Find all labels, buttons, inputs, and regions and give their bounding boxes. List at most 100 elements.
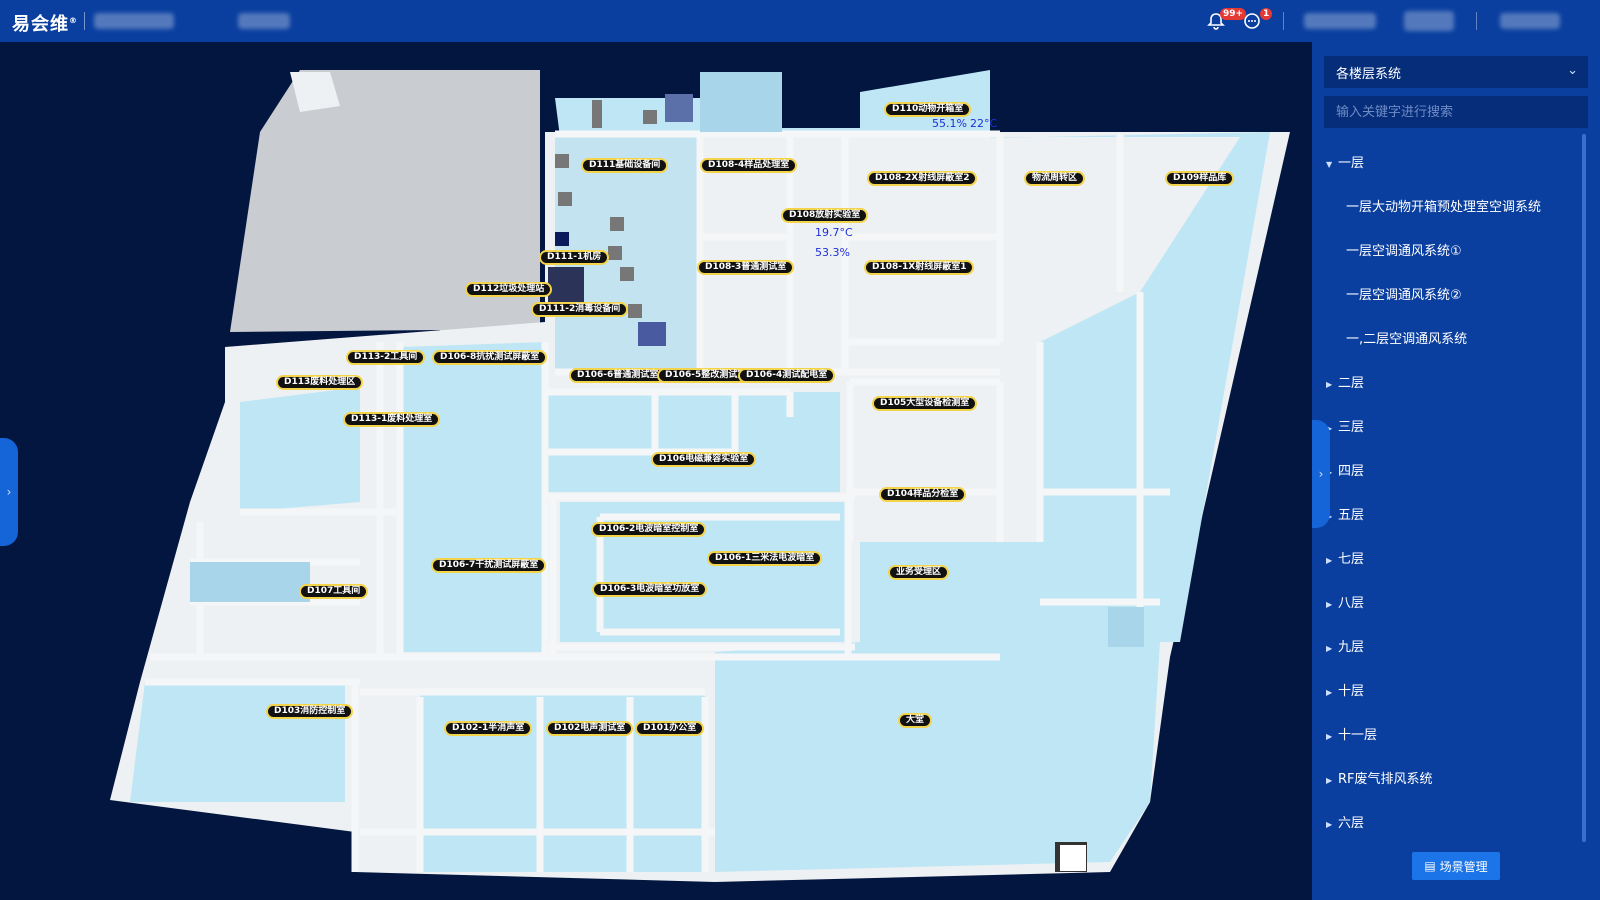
- room-label-d113-2[interactable]: D113-2工具间: [346, 350, 426, 365]
- room-label-d112[interactable]: D112垃圾处理站: [465, 282, 553, 297]
- blurred-project-name: [94, 13, 174, 29]
- tree-node-floor-8[interactable]: ▶ 八层: [1326, 592, 1364, 611]
- tree-node-floor-7[interactable]: ▶ 七层: [1326, 548, 1364, 567]
- room-label-d108-4[interactable]: D108-4样品处理室: [700, 158, 798, 173]
- room-label-d106-8[interactable]: D106-8抗扰测试屏蔽室: [432, 350, 548, 365]
- room-label-d102[interactable]: D102电声测试室: [546, 721, 634, 736]
- room-label-d103[interactable]: D103消防控制室: [266, 704, 354, 719]
- room-label-d102-1[interactable]: D102-1半消声室: [444, 721, 533, 736]
- caret-right-icon: ▶: [1326, 600, 1333, 609]
- room-label-d106-4[interactable]: D106-4测试配电室: [738, 368, 836, 383]
- chevron-right-icon: ›: [6, 485, 12, 499]
- logo-text: 易会维: [12, 14, 69, 35]
- room-label-d106-7[interactable]: D106-7干扰测试屏蔽室: [431, 558, 547, 573]
- tree-node-floor-9[interactable]: ▶九层: [1326, 636, 1364, 655]
- room-label-d111[interactable]: D111基础设备间: [581, 158, 669, 173]
- tree-node-label: 一层: [1338, 156, 1365, 171]
- sensor-d110-temp: 22°C: [970, 117, 998, 130]
- right-panel-toggle[interactable]: ›: [1312, 420, 1330, 528]
- tree-node-label: 五层: [1338, 508, 1365, 523]
- caret-right-icon: ▶: [1326, 556, 1333, 565]
- tree-node-floor-6[interactable]: ▶ 六层: [1326, 812, 1364, 831]
- room-label-d104[interactable]: D104样品分检室: [879, 487, 967, 502]
- tree-node-label: 一层空调通风系统①: [1346, 244, 1462, 259]
- tree-node-floor-10[interactable]: ▶十层: [1326, 680, 1364, 699]
- room-label-d106-6[interactable]: D106-6普通测试室: [569, 368, 667, 383]
- header-divider: [1283, 12, 1284, 30]
- tree-node-label: 二层: [1338, 376, 1365, 391]
- blurred-user-menu[interactable]: [1500, 13, 1560, 29]
- room-label-d111-2[interactable]: D111-2消毒设备间: [531, 302, 629, 317]
- room-label-d106-2[interactable]: D106-2电波暗室控制室: [591, 522, 707, 537]
- room-label-d111-1[interactable]: D111-1机房: [539, 250, 610, 265]
- room-label-d108-1x[interactable]: D108-1X射线屏蔽室1: [864, 260, 975, 275]
- tree-node-floor-1-animal-ac[interactable]: 一层大动物开箱预处理室空调系统: [1346, 196, 1541, 215]
- caret-right-icon: ▶: [1326, 688, 1333, 697]
- room-label-d110[interactable]: D110动物开箱室: [884, 102, 972, 117]
- left-panel-toggle[interactable]: ›: [0, 438, 18, 546]
- scene-management-button[interactable]: ▤场景管理: [1412, 852, 1500, 880]
- room-label-d106-1[interactable]: D106-1三米法电波暗室: [707, 551, 823, 566]
- tree-node-floor-1-hvac-2[interactable]: 一层空调通风系统②: [1346, 284, 1462, 303]
- tree-node-floor-1-hvac-1[interactable]: 一层空调通风系统①: [1346, 240, 1462, 259]
- room-label-d106-3[interactable]: D106-3电波暗室功放室: [592, 582, 708, 597]
- notification-badge: 99+: [1220, 8, 1247, 20]
- blurred-date: [1404, 11, 1454, 31]
- room-label-d108[interactable]: D108放射实验室: [781, 208, 869, 223]
- tree-node-label: 六层: [1338, 816, 1365, 831]
- tree-node-rf-exhaust[interactable]: ▶ RF废气排风系统: [1326, 768, 1433, 787]
- tree-node-label: 十一层: [1338, 728, 1378, 743]
- room-label-d107[interactable]: D107工具间: [299, 584, 369, 599]
- tree-scrollbar[interactable]: [1582, 134, 1586, 842]
- room-label-d106-5[interactable]: D106-5整改测试室: [657, 368, 755, 383]
- logo-mark: ®: [69, 16, 78, 25]
- notification-bell-icon[interactable]: [1206, 11, 1226, 31]
- sensor-d108-humidity: 53.3%: [815, 246, 850, 259]
- room-label-d106[interactable]: D106电磁兼容实验室: [651, 452, 757, 467]
- room-label-d108-2x[interactable]: D108-2X射线屏蔽室2: [867, 171, 978, 186]
- tree-node-label: 七层: [1338, 552, 1365, 567]
- room-label-reception[interactable]: 业务受理区: [888, 565, 950, 580]
- room-label-d113-1[interactable]: D113-1废料处理室: [343, 412, 441, 427]
- tree-node-label: RF废气排风系统: [1338, 772, 1433, 787]
- sensor-d110-humidity: 55.1%: [932, 117, 967, 130]
- tree-node-floor-11[interactable]: ▶ 十一层: [1326, 724, 1377, 743]
- tree-node-label: 八层: [1338, 596, 1365, 611]
- chevron-right-icon: ›: [1318, 467, 1324, 481]
- tree-node-floor-2[interactable]: ▶ 二层: [1326, 372, 1364, 391]
- room-label-logistics[interactable]: 物流周转区: [1024, 171, 1086, 186]
- room-label-d109[interactable]: D109样品库: [1165, 171, 1235, 186]
- room-label-d101[interactable]: D101办公室: [635, 721, 705, 736]
- header-divider: [84, 12, 85, 30]
- system-type-select[interactable]: 各楼层系统 ⌄: [1324, 56, 1588, 88]
- tree-node-floor-1-2-hvac[interactable]: 一,二层空调通风系统: [1346, 328, 1467, 347]
- tree-node-floor-4[interactable]: ▶四层: [1326, 460, 1364, 479]
- tree-node-floor-5[interactable]: ▶五层: [1326, 504, 1364, 523]
- room-label-d113[interactable]: D113废料处理区: [276, 375, 364, 390]
- room-label-d108-3[interactable]: D108-3普通测试室: [697, 260, 795, 275]
- header-divider: [1476, 12, 1477, 30]
- message-icon[interactable]: [1242, 11, 1262, 31]
- scene-management-label: 场景管理: [1439, 859, 1488, 874]
- app-logo[interactable]: 易会维®: [12, 10, 78, 36]
- sensor-d108-temp: 19.7°C: [815, 226, 853, 239]
- caret-right-icon: ▶: [1326, 820, 1333, 829]
- caret-right-icon: ▶: [1326, 732, 1333, 741]
- tree-node-label: 三层: [1338, 420, 1365, 435]
- tree-node-floor-3[interactable]: ▶三层: [1326, 416, 1364, 435]
- door-marker[interactable]: [1060, 845, 1086, 871]
- tree-node-floor-1[interactable]: ▼ 一层: [1326, 152, 1364, 171]
- floorplan-viewport[interactable]: D110动物开箱室 D111基础设备间 D108-4样品处理室 D108-2X射…: [0, 42, 1312, 900]
- top-bar: 易会维® 99+ 1: [0, 0, 1600, 42]
- tree-node-label: 一层大动物开箱预处理室空调系统: [1346, 200, 1542, 215]
- caret-right-icon: ▶: [1326, 644, 1333, 653]
- systems-panel: 各楼层系统 ⌄ ▼ 一层 一层大动物开箱预处理室空调系统 一层空调通风系统① 一层…: [1312, 42, 1600, 900]
- room-label-d105[interactable]: D105大型设备检测室: [872, 396, 978, 411]
- search-input[interactable]: [1324, 96, 1588, 128]
- caret-right-icon: ▶: [1326, 776, 1333, 785]
- caret-right-icon: ▶: [1326, 380, 1333, 389]
- tree-node-label: 四层: [1338, 464, 1365, 479]
- room-label-lobby[interactable]: 大堂: [898, 713, 933, 728]
- caret-down-icon: ▼: [1326, 160, 1333, 169]
- system-type-value: 各楼层系统: [1336, 66, 1402, 82]
